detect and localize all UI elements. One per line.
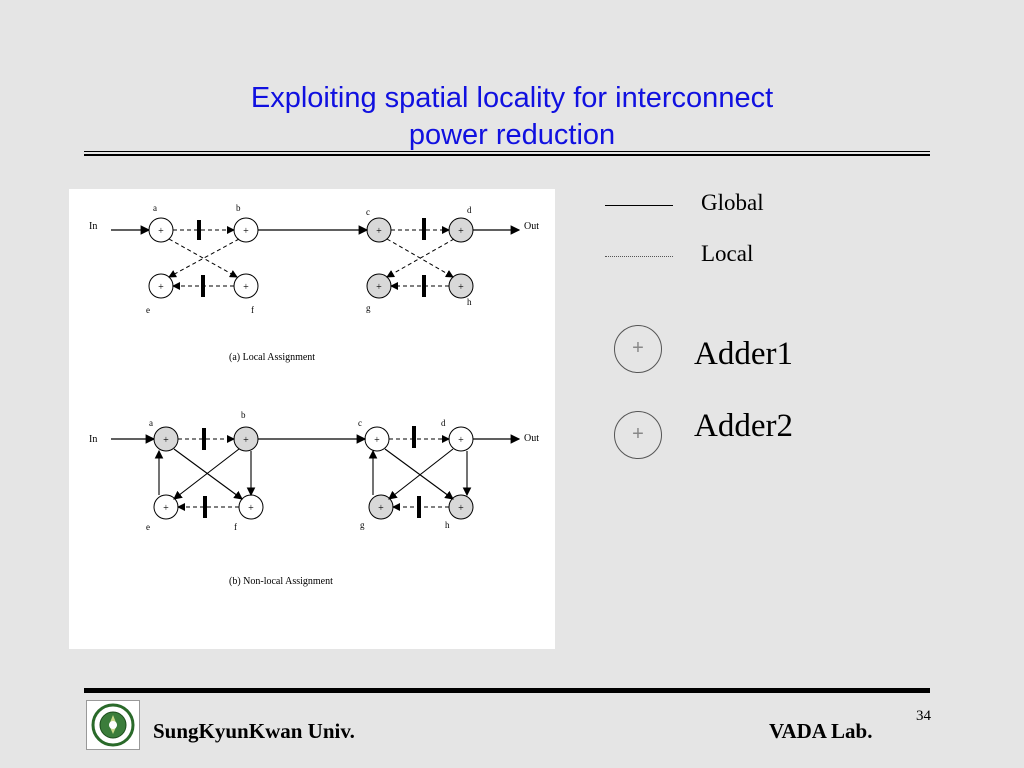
adder2-icon: + — [614, 411, 662, 459]
panel-a-letter-e: e — [146, 305, 150, 315]
panel-b-register-4 — [417, 496, 421, 518]
panel-b-node-a-symbol: + — [163, 435, 169, 446]
panel-a-node-d-symbol: + — [458, 226, 464, 237]
panel-a-register-2 — [201, 275, 205, 297]
university-logo — [86, 700, 140, 750]
panel-a-letter-a: a — [153, 203, 157, 213]
university-seal-icon — [91, 703, 135, 747]
panel-b-caption: (b) Non-local Assignment — [229, 576, 333, 587]
panel-b-node-b-symbol: + — [243, 435, 249, 446]
panel-a-out-label: Out — [524, 221, 539, 232]
legend-local-label: Local — [701, 241, 754, 266]
panel-a-node-g-symbol: + — [376, 282, 382, 293]
panel-a-node-b-symbol: + — [243, 226, 249, 237]
panel-a-letter-f: f — [251, 305, 254, 315]
title-line-1: Exploiting spatial locality for intercon… — [250, 82, 774, 114]
footer-university: SungKyunKwan Univ. — [153, 719, 355, 743]
panel-b-register-2 — [203, 496, 207, 518]
panel-b-node-h-symbol: + — [458, 503, 464, 514]
panel-a-node-f-symbol: + — [243, 282, 249, 293]
panel-a-node-e-symbol: + — [158, 282, 164, 293]
footer-lab: VADA Lab. — [769, 719, 873, 743]
adder-assignment-figure: In + + + + + + + + a b c d e f g h — [69, 189, 555, 649]
panel-b-cross-a-f — [173, 448, 243, 500]
panel-a-letter-h: h — [467, 297, 472, 307]
panel-b-node-g-symbol: + — [378, 503, 384, 514]
title-underline — [84, 151, 930, 156]
panel-a-cross-d-g — [386, 238, 455, 278]
panel-a-register-1 — [197, 220, 201, 240]
panel-b-node-c-symbol: + — [374, 435, 380, 446]
panel-b-letter-d: d — [441, 418, 446, 428]
panel-a-letter-b: b — [236, 203, 241, 213]
panel-b-letter-g: g — [360, 520, 365, 530]
legend-global-label: Global — [701, 190, 764, 215]
panel-a-register-4 — [422, 275, 426, 297]
panel-a-node-h-symbol: + — [458, 282, 464, 293]
panel-b-cross-c-h — [384, 448, 454, 500]
panel-b-cross-d-g — [388, 448, 454, 500]
panel-b-letter-c: c — [358, 418, 362, 428]
footer-rule — [84, 688, 930, 693]
panel-a-letter-g: g — [366, 303, 371, 313]
panel-b-cross-b-e — [173, 448, 240, 500]
panel-a-letter-c: c — [366, 207, 370, 217]
figure-svg: In + + + + + + + + a b c d e f g h — [89, 203, 539, 587]
panel-b-in-label: In — [89, 434, 97, 445]
panel-a-register-3 — [422, 218, 426, 240]
page-number: 34 — [916, 708, 931, 724]
panel-b-node-f-symbol: + — [248, 503, 254, 514]
adder1-label: Adder1 — [694, 336, 793, 372]
adder2-label: Adder2 — [694, 408, 793, 444]
legend-global-line — [605, 205, 673, 206]
panel-a-caption: (a) Local Assignment — [229, 352, 315, 363]
panel-a-cross-b-e — [168, 238, 240, 278]
legend-local-line — [605, 256, 673, 257]
title-line-2: power reduction — [408, 119, 616, 151]
panel-a-in-label: In — [89, 221, 97, 232]
panel-b-register-1 — [202, 428, 206, 450]
slide-title: Exploiting spatial locality for intercon… — [0, 80, 1024, 154]
panel-b-letter-b: b — [241, 410, 246, 420]
panel-b-letter-f: f — [234, 522, 237, 532]
panel-b-letter-e: e — [146, 522, 150, 532]
panel-b-out-label: Out — [524, 433, 539, 444]
panel-b-register-3 — [412, 426, 416, 448]
panel-a-cross-a-f — [168, 238, 238, 278]
panel-b-letter-a: a — [149, 418, 153, 428]
adder1-icon: + — [614, 325, 662, 373]
panel-b-node-e-symbol: + — [163, 503, 169, 514]
panel-a-node-c-symbol: + — [376, 226, 382, 237]
panel-a-node-a-symbol: + — [158, 226, 164, 237]
panel-b-node-d-symbol: + — [458, 435, 464, 446]
panel-b-letter-h: h — [445, 520, 450, 530]
panel-a-letter-d: d — [467, 205, 472, 215]
